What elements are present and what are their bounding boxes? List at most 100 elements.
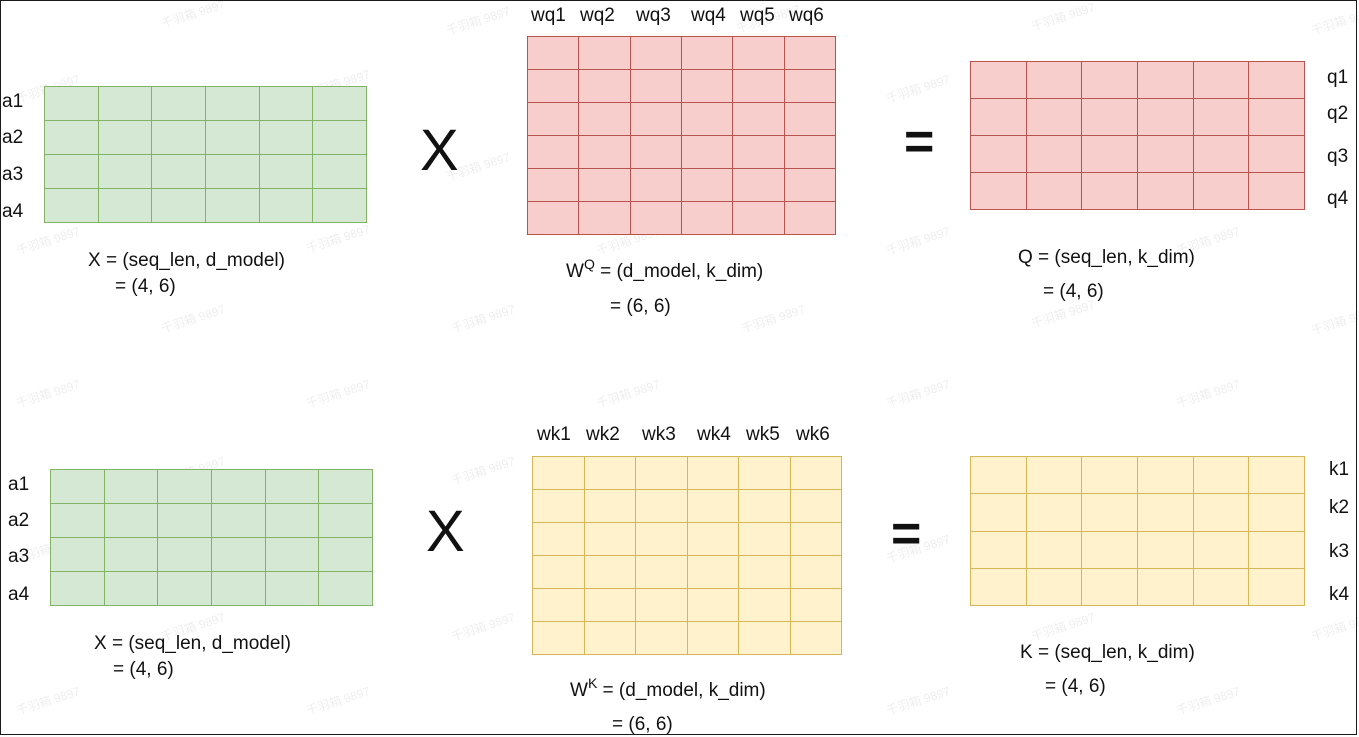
matrix-cell [681, 37, 734, 70]
wq-column-label: wq2 [580, 5, 615, 26]
k-row-label: k1 [1329, 459, 1350, 480]
matrix-cell [259, 121, 314, 155]
matrix-cell [158, 538, 212, 572]
matrix-cell [733, 70, 785, 103]
matrix-cell [212, 504, 266, 538]
k-shape-caption: K = (seq_len, k_dim) [1020, 642, 1195, 663]
matrix-cell [319, 538, 373, 572]
x-shape-value: = (4, 6) [113, 659, 174, 680]
matrix-cell [630, 202, 682, 235]
matrix-cell [790, 622, 842, 655]
q-matrix [970, 61, 1305, 210]
matrix-cell [739, 622, 791, 655]
matrix-cell [584, 490, 636, 523]
matrix-cell [313, 155, 367, 189]
matrix-cell [1249, 568, 1305, 606]
matrix-cell [533, 457, 585, 490]
matrix-cell [784, 37, 836, 70]
matrix-cell [630, 169, 682, 202]
x-matrix [50, 469, 373, 606]
matrix-cell [265, 470, 320, 504]
matrix-cell [152, 155, 206, 189]
matrix-cell [1249, 494, 1305, 532]
matrix-cell [687, 622, 739, 655]
matrix-cell [584, 556, 636, 589]
matrix-cell [579, 103, 631, 136]
matrix-cell [1026, 568, 1083, 606]
matrix-cell [1193, 173, 1250, 210]
matrix-cell [1249, 99, 1305, 136]
wk-column-label: wk4 [697, 424, 731, 445]
k-row-label: k4 [1329, 584, 1350, 605]
matrix-cell [687, 457, 739, 490]
matrix-cell [1082, 531, 1138, 569]
matrix-cell [784, 202, 836, 235]
matrix-cell [212, 538, 266, 572]
matrix-cell [681, 202, 734, 235]
x-row-label: a4 [2, 201, 24, 222]
matrix-cell [313, 121, 367, 155]
matrix-cell [681, 136, 734, 169]
matrix-cell [528, 202, 580, 235]
matrix-cell [636, 523, 688, 556]
matrix-cell [533, 490, 585, 523]
matrix-cell [1138, 494, 1194, 532]
matrix-cell [98, 87, 153, 121]
wq-superscript: Q [583, 256, 595, 272]
matrix-cell [636, 622, 688, 655]
k-row-label: k3 [1329, 541, 1350, 562]
matrix-cell [1138, 568, 1194, 606]
matrix-cell [1082, 568, 1138, 606]
matrix-cell [971, 62, 1027, 99]
matrix-cell [152, 189, 206, 223]
matrix-cell [319, 470, 373, 504]
matrix-cell [584, 622, 636, 655]
wq-matrix [527, 36, 836, 235]
matrix-cell [784, 136, 836, 169]
matrix-cell [790, 556, 842, 589]
matrix-cell [1138, 62, 1194, 99]
q-shape-value: = (4, 6) [1043, 281, 1104, 302]
matrix-cell [790, 490, 842, 523]
matrix-cell [313, 87, 367, 121]
matrix-cell [739, 523, 791, 556]
x-row-label: a2 [2, 127, 24, 148]
matrix-cell [579, 70, 631, 103]
wq-column-label: wq6 [789, 5, 824, 26]
wq-shape-text: = (d_model, k_dim) [594, 261, 764, 282]
matrix-cell [98, 155, 153, 189]
matrix-cell [104, 538, 159, 572]
matrix-cell [1193, 568, 1250, 606]
q-row-label: q2 [1327, 103, 1349, 124]
matrix-cell [579, 202, 631, 235]
matrix-cell [733, 202, 785, 235]
matrix-cell [971, 173, 1027, 210]
matrix-cell [45, 189, 99, 223]
matrix-cell [51, 538, 105, 572]
matrix-cell [104, 572, 159, 606]
matrix-cell [45, 155, 99, 189]
q-row-label: q3 [1327, 146, 1349, 167]
k-matrix [970, 456, 1305, 606]
wq-column-label: wq5 [740, 5, 775, 26]
wk-column-label: wk6 [796, 424, 830, 445]
matrix-cell [739, 589, 791, 622]
matrix-cell [51, 572, 105, 606]
matrix-cell [1082, 494, 1138, 532]
matrix-cell [790, 457, 842, 490]
matrix-cell [971, 136, 1027, 173]
wk-matrix [532, 456, 842, 655]
matrix-cell [687, 589, 739, 622]
wk-superscript: K [587, 675, 598, 691]
matrix-cell [259, 87, 314, 121]
matrix-cell [636, 589, 688, 622]
matrix-cell [584, 589, 636, 622]
matrix-cell [45, 121, 99, 155]
wk-column-label: wk1 [537, 424, 571, 445]
matrix-cell [687, 490, 739, 523]
matrix-cell [206, 121, 260, 155]
matrix-cell [1138, 99, 1194, 136]
matrix-cell [533, 523, 585, 556]
matrix-cell [630, 136, 682, 169]
